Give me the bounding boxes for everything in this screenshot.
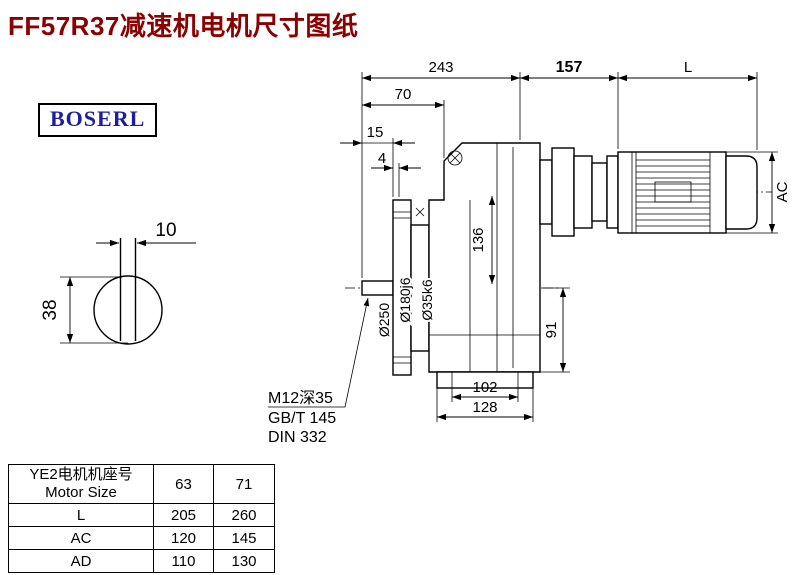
- dim-4-label: 4: [378, 150, 386, 167]
- dim-243-label: 243: [428, 59, 453, 76]
- main-view: [345, 142, 772, 389]
- bolt-symbol-icon: [447, 150, 463, 166]
- dim-shaft-height-label: 38: [40, 299, 61, 320]
- dim-AC-label: AC: [774, 181, 791, 202]
- dim-136-label: 136: [470, 227, 487, 252]
- motor-size-table: YE2电机机座号 Motor Size 63 71 L 205 260 AC 1…: [8, 464, 275, 573]
- mounting-base: [436, 371, 534, 389]
- table-header-71: 71: [213, 464, 275, 504]
- brand-logo-text: BOSERL: [50, 106, 146, 131]
- row-label: L: [8, 503, 154, 527]
- row-label: AD: [8, 549, 154, 573]
- gearbox-housing: [428, 142, 541, 373]
- table-header-motor-size: YE2电机机座号 Motor Size: [8, 464, 154, 504]
- dim-91-label: 91: [543, 322, 560, 339]
- dim-shaft-height: 38: [40, 276, 128, 344]
- thread-note-leader: [268, 297, 370, 408]
- row-value: 130: [213, 549, 275, 573]
- dim-15-label: 15: [367, 124, 384, 141]
- shaft-circle: [93, 275, 163, 345]
- row-value: 260: [213, 503, 275, 527]
- table-header-63: 63: [153, 464, 214, 504]
- key-slot-lines: [119, 238, 137, 341]
- flange-bolt-cross-icon: [415, 207, 425, 217]
- brand-logo-box: BOSERL: [38, 103, 158, 137]
- dim-dia180-label: Ø180j6: [397, 277, 413, 322]
- table-header-line2: Motor Size: [45, 484, 117, 501]
- shaft-section-view: 10 38: [40, 220, 196, 345]
- dim-102-label: 102: [472, 379, 497, 396]
- thread-note-din: DIN 332: [268, 429, 327, 446]
- dim-key-width: 10: [96, 220, 196, 247]
- extension-lines: [361, 72, 778, 422]
- dim-dia35-label: Ø35k6: [419, 279, 435, 320]
- dim-157-label: 157: [556, 59, 583, 76]
- motor: [617, 151, 758, 234]
- dim-L-label: L: [684, 59, 692, 76]
- row-value: 120: [153, 526, 214, 550]
- dim-dia250-label: Ø250: [376, 303, 392, 337]
- motor-fan-cover: [725, 155, 758, 230]
- thread-note-tap: M12深35: [268, 389, 333, 407]
- motor-adapter-stack: [539, 147, 619, 237]
- table-row: L 205 260: [8, 503, 275, 527]
- table-header-row: YE2电机机座号 Motor Size 63 71: [8, 464, 275, 504]
- flange-hole-marks: [393, 211, 411, 364]
- motor-fins: [636, 159, 710, 227]
- row-value: 145: [213, 526, 275, 550]
- row-label: AC: [8, 526, 154, 550]
- output-shaft: [361, 280, 394, 296]
- motor-nameplate: [654, 181, 692, 203]
- table-header-line1: YE2电机机座号: [29, 466, 133, 483]
- page-title: FF57R37减速机电机尺寸图纸: [8, 11, 359, 41]
- housing-inner-lines: [429, 143, 540, 372]
- dimension-annotations: 243 157 L 70 15 4 AC 136 91 102 128 Ø250: [268, 59, 791, 446]
- row-value: 110: [153, 549, 214, 573]
- dim-128-label: 128: [472, 399, 497, 416]
- dim-key-width-label: 10: [155, 220, 176, 241]
- dim-70-label: 70: [395, 86, 412, 103]
- row-value: 205: [153, 503, 214, 527]
- thread-note-gb: GB/T 145: [268, 410, 336, 427]
- table-row: AD 110 130: [8, 549, 275, 573]
- table-row: AC 120 145: [8, 526, 275, 550]
